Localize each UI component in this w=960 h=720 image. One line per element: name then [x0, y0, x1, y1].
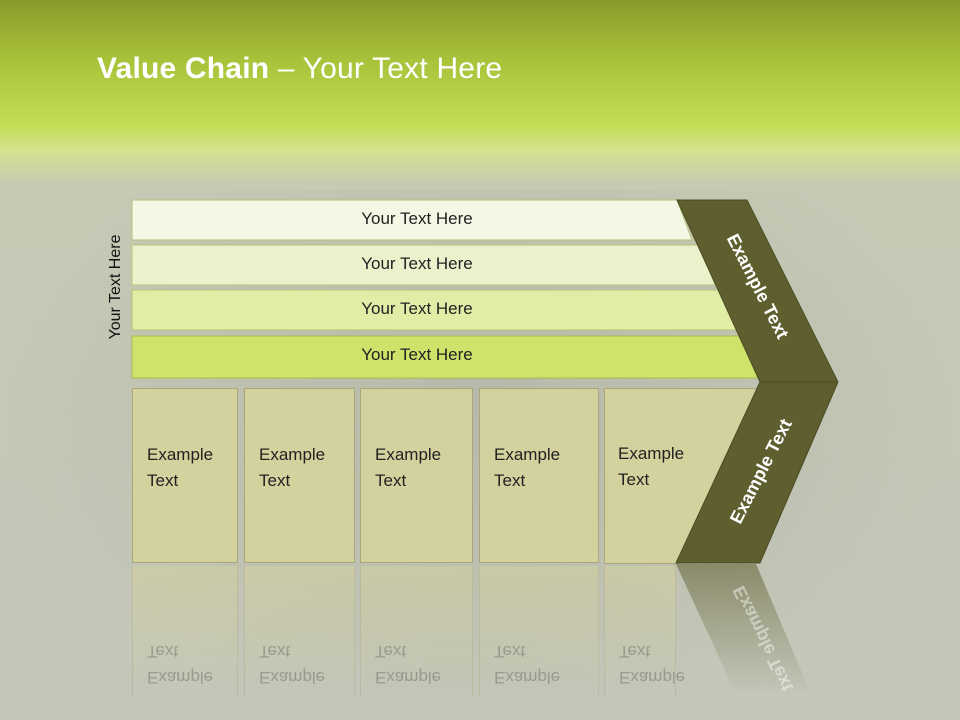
activity-box-3: Example Text — [360, 388, 473, 563]
activity-box-4: Example Text — [479, 388, 599, 563]
value-row-4: Your Text Here — [131, 335, 772, 379]
box-label: Example Text — [375, 445, 442, 490]
box-label: Example Text — [147, 445, 214, 490]
activity-box-1: Example Text — [132, 388, 238, 563]
slide-title: Value Chain – Your Text Here — [97, 52, 502, 86]
row-shape — [131, 244, 716, 286]
value-row-1: Your Text Here — [131, 199, 702, 241]
value-row-2: Your Text Here — [131, 244, 732, 286]
row-label: Your Text Here — [361, 254, 473, 273]
box-label: Example Text — [259, 445, 326, 490]
row-label: Your Text Here — [361, 345, 473, 364]
title-bold: Value Chain — [97, 52, 270, 85]
row-label: Your Text Here — [361, 299, 473, 318]
box-label: Example Text — [494, 445, 561, 490]
title-rest: – Your Text Here — [269, 52, 503, 85]
activity-box-5-label: Example Text — [618, 444, 685, 489]
row-shape — [131, 199, 693, 241]
row-label: Your Text Here — [361, 209, 473, 228]
activity-box-2: Example Text — [244, 388, 355, 563]
